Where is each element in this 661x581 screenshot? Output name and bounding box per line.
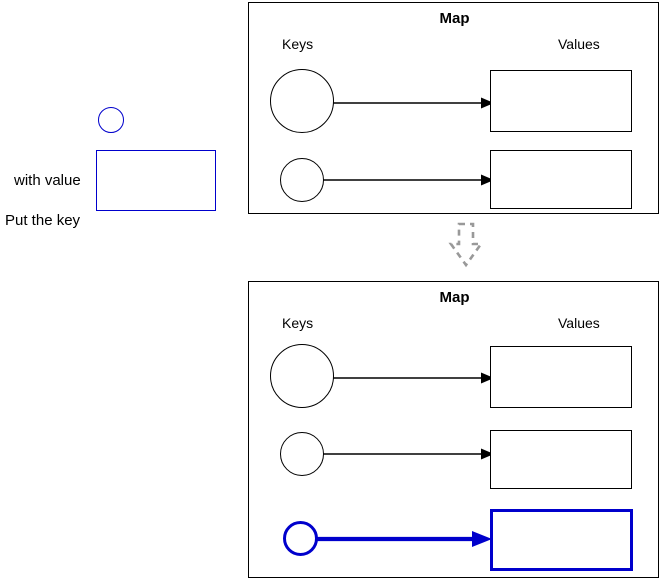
map-after-key-circle-2[interactable] (280, 432, 324, 476)
map-before-value-rect-1[interactable] (490, 70, 632, 132)
map-before-values-label: Values (558, 36, 600, 52)
map-before-value-rect-2[interactable] (490, 150, 632, 209)
input-value-rectangle[interactable] (96, 150, 216, 211)
map-after-title: Map (439, 289, 470, 306)
map-before-key-circle-2[interactable] (280, 158, 324, 202)
map-before-key-circle-1[interactable] (270, 69, 334, 133)
put-the-key-label: Put the key (5, 212, 81, 229)
map-after-keys-label: Keys (282, 315, 314, 331)
map-before-keys-label: Keys (282, 36, 314, 52)
map-before-arrow-1 (333, 97, 494, 109)
map-after-arrow-3-new (316, 531, 492, 547)
map-before-container: Map Keys Values (248, 2, 659, 214)
instruction-panel: Put the key with value (0, 100, 230, 228)
map-after-key-circle-3-new[interactable] (283, 521, 318, 556)
map-after-arrow-1 (333, 372, 494, 384)
map-after-value-rect-3-new[interactable] (490, 509, 633, 571)
dashed-down-arrow-icon (448, 222, 484, 268)
map-before-title: Map (439, 10, 470, 27)
input-key-circle[interactable] (98, 107, 124, 133)
map-after-container: Map Keys Values (248, 281, 659, 578)
map-after-value-rect-1[interactable] (490, 346, 632, 408)
map-after-value-rect-2[interactable] (490, 430, 632, 489)
map-after-values-label: Values (558, 315, 600, 331)
with-value-label: with value (14, 172, 81, 189)
map-after-arrow-2 (323, 448, 494, 460)
map-before-arrow-2 (323, 174, 494, 186)
map-after-key-circle-1[interactable] (270, 344, 334, 408)
